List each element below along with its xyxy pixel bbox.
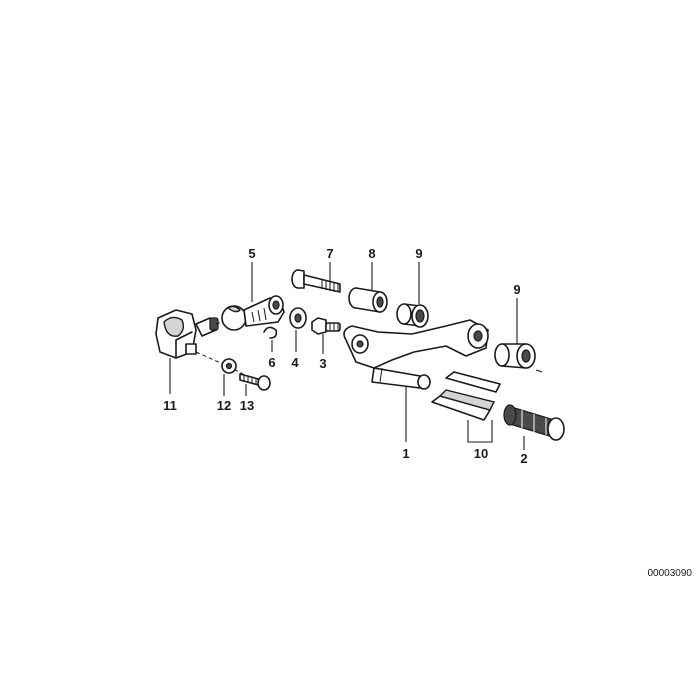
part-2-peg-rubber [503, 404, 565, 441]
callout-7: 7 [326, 246, 333, 261]
callout-9-upper: 9 [415, 246, 422, 261]
callout-4: 4 [291, 355, 299, 370]
callout-3: 3 [319, 356, 326, 371]
drawing-number: 00003090 [648, 568, 693, 579]
callout-5: 5 [248, 246, 255, 261]
part-3-stud [311, 317, 341, 335]
part-5-ball-joint [221, 295, 285, 331]
part-6-circlip [263, 326, 278, 339]
part-7-bolt [291, 269, 341, 293]
part-1-lever [343, 319, 489, 390]
part-10-pads [431, 371, 501, 421]
callout-1: 1 [402, 446, 409, 461]
leader-10 [467, 420, 493, 443]
part-9-bushing-right [494, 343, 536, 369]
callout-12: 12 [217, 398, 231, 413]
part-4-washer [289, 307, 307, 329]
part-13-screw [239, 373, 271, 391]
callout-10: 10 [474, 446, 488, 461]
part-9-bushing-upper [396, 303, 429, 328]
part-8-bushing [348, 287, 388, 313]
callout-9-right: 9 [513, 282, 520, 297]
callout-8: 8 [368, 246, 375, 261]
callout-13: 13 [240, 398, 254, 413]
callout-6: 6 [268, 355, 275, 370]
assembly-line-right [535, 369, 543, 373]
callout-11: 11 [163, 398, 177, 413]
part-11-bracket [155, 309, 219, 359]
callout-2: 2 [520, 451, 527, 466]
part-12-washer [221, 358, 237, 374]
